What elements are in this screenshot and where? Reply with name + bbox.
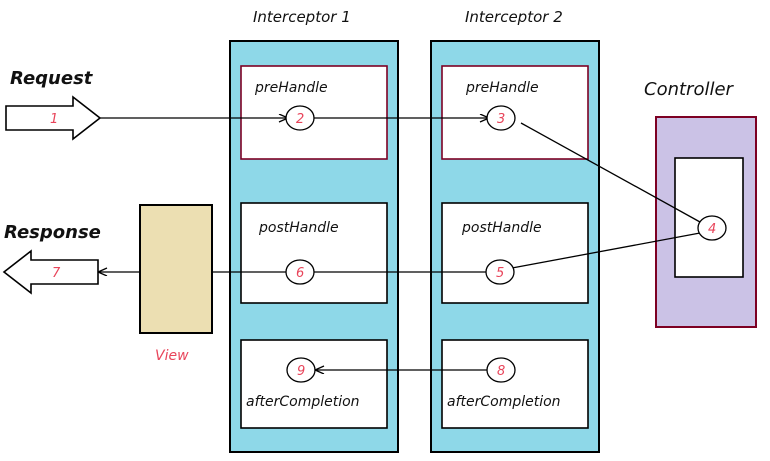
interceptor-1-posthandle-label: postHandle [258, 220, 339, 236]
interceptor-1-aftercompletion-box [240, 339, 388, 429]
step-circle-2 [285, 105, 315, 131]
interceptor-2-posthandle-label: postHandle [461, 220, 542, 236]
interceptor-1-title: Interceptor 1 [253, 8, 351, 26]
controller-label: Controller [644, 79, 735, 100]
step-number-2: 2 [296, 112, 304, 127]
interceptor-1-prehandle-label: preHandle [254, 80, 328, 96]
step-number-9: 9 [297, 364, 305, 379]
step-number-3: 3 [497, 112, 505, 127]
interceptor-1-posthandle-box [240, 202, 388, 304]
step-number-8: 8 [497, 364, 505, 379]
request-block-arrow [5, 95, 102, 141]
flow-prehandle2-to-controller [520, 122, 701, 223]
interceptor-2-posthandle-box [441, 202, 589, 304]
step-number-6: 6 [296, 266, 304, 281]
view-label: View [155, 348, 189, 364]
interceptor-2-prehandle-box [441, 65, 589, 160]
step-number-4: 4 [708, 222, 716, 237]
interceptor-2-aftercompletion-box [441, 339, 589, 429]
response-block-arrow [2, 249, 99, 295]
interceptor-1-aftercompletion-label: afterCompletion [246, 394, 360, 410]
response-step-number: 7 [52, 266, 61, 281]
step-circle-6 [285, 259, 315, 285]
step-number-5: 5 [496, 266, 504, 281]
interceptor-2-aftercompletion-label: afterCompletion [447, 394, 561, 410]
flow-controller-to-posthandle2 [511, 232, 701, 269]
interceptor-1-prehandle-box [240, 65, 388, 160]
step-circle-5 [485, 259, 515, 285]
step-circle-8 [486, 357, 516, 383]
step-circle-9 [286, 357, 316, 383]
view-box [139, 204, 213, 334]
response-label: Response [4, 222, 101, 243]
step-circle-4 [697, 215, 727, 241]
interceptor-2-title: Interceptor 2 [465, 8, 563, 26]
interceptor-2-prehandle-label: preHandle [465, 80, 539, 96]
step-circle-3 [486, 105, 516, 131]
request-label: Request [10, 68, 94, 89]
request-step-number: 1 [50, 112, 58, 127]
